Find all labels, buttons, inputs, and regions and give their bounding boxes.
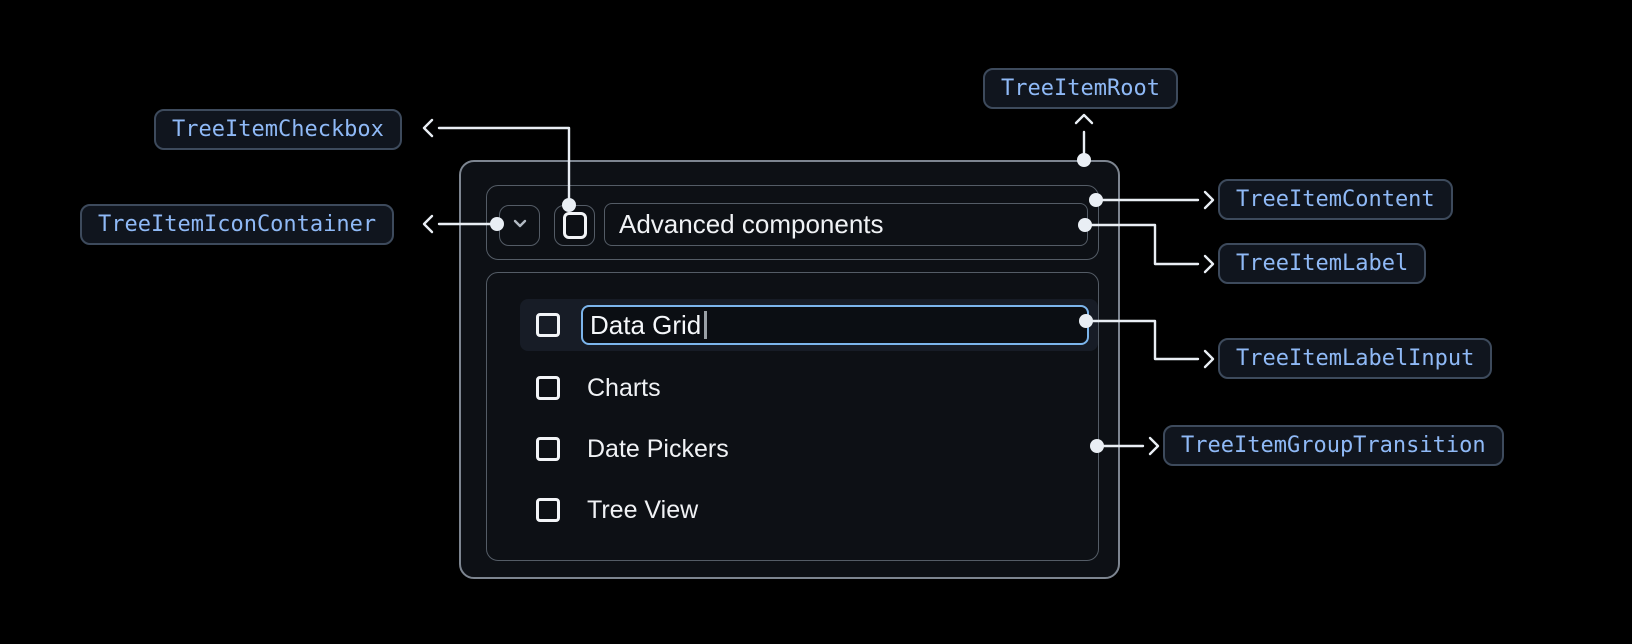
arrow-right-icon xyxy=(1148,436,1160,456)
tree-item-checkbox[interactable] xyxy=(554,205,595,246)
tree-item-content[interactable]: Advanced components xyxy=(486,185,1099,260)
tree-item-editing-row[interactable]: Data Grid xyxy=(520,299,1098,351)
badge-tree-item-checkbox: TreeItemCheckbox xyxy=(154,109,402,150)
badge-tree-item-content: TreeItemContent xyxy=(1218,179,1453,220)
badge-text: TreeItemCheckbox xyxy=(172,117,384,142)
badge-text: TreeItemLabel xyxy=(1236,251,1409,276)
arrow-up-icon xyxy=(1074,113,1094,125)
expand-collapse-button[interactable] xyxy=(499,205,540,246)
arrow-right-icon xyxy=(1203,349,1215,369)
badge-text: TreeItemRoot xyxy=(1001,76,1160,101)
label-input-value: Data Grid xyxy=(590,309,702,340)
tree-item-row[interactable]: Date Pickers xyxy=(536,434,729,463)
badge-text: TreeItemLabelInput xyxy=(1236,346,1475,371)
tree-item-row[interactable]: Charts xyxy=(536,373,661,402)
checkbox-unchecked-icon xyxy=(562,212,587,239)
chevron-down-icon xyxy=(508,211,532,240)
arrow-left-icon xyxy=(422,118,434,138)
tree-item-label-text: Date Pickers xyxy=(587,434,729,463)
badge-tree-item-root: TreeItemRoot xyxy=(983,68,1178,109)
badge-tree-item-label-input: TreeItemLabelInput xyxy=(1218,338,1493,379)
arrow-right-icon xyxy=(1203,190,1215,210)
tree-item-label-text: Charts xyxy=(587,373,661,402)
badge-text: TreeItemIconContainer xyxy=(98,212,377,237)
badge-text: TreeItemGroupTransition xyxy=(1181,433,1486,458)
badge-tree-item-icon-container: TreeItemIconContainer xyxy=(80,204,395,245)
tree-item-root: Advanced components Data Grid Charts Dat… xyxy=(459,160,1120,579)
tree-item-group-transition: Data Grid Charts Date Pickers Tree View xyxy=(486,272,1099,561)
tree-item-label-text: Tree View xyxy=(587,495,699,524)
tree-item-label[interactable]: Advanced components xyxy=(604,203,1088,246)
tree-item-label-text: Advanced components xyxy=(619,209,884,239)
tree-item-row[interactable]: Tree View xyxy=(536,495,699,524)
arrow-right-icon xyxy=(1203,254,1215,274)
checkbox-unchecked-icon[interactable] xyxy=(536,313,560,337)
text-cursor xyxy=(704,311,708,339)
badge-text: TreeItemContent xyxy=(1236,187,1435,212)
checkbox-unchecked-icon[interactable] xyxy=(536,437,560,461)
checkbox-unchecked-icon[interactable] xyxy=(536,498,560,522)
badge-tree-item-label: TreeItemLabel xyxy=(1218,243,1427,284)
tree-item-label-input[interactable]: Data Grid xyxy=(581,305,1089,345)
badge-tree-item-group-transition: TreeItemGroupTransition xyxy=(1163,425,1504,466)
arrow-left-icon xyxy=(422,214,434,234)
checkbox-unchecked-icon[interactable] xyxy=(536,376,560,400)
